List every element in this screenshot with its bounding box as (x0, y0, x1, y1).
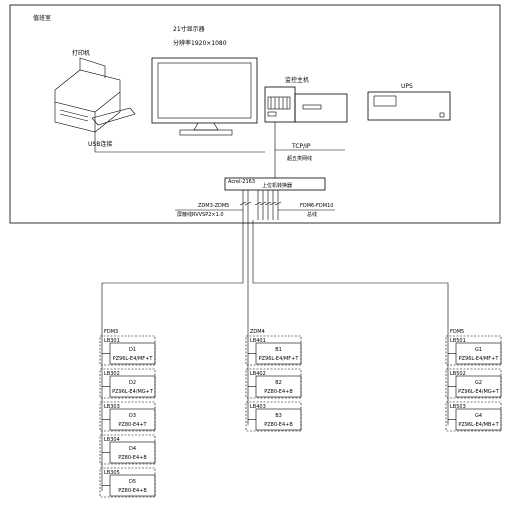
meter-tag: LB501 (450, 338, 466, 344)
panels-group: FDM3LB301D1PZ96L-E4/MF+TLB302D2PZ96L-E4/… (99, 329, 502, 498)
ups-icon (367, 91, 451, 121)
control-room-label: 值班室 (33, 14, 51, 22)
meter-model: PZ96L-E4/MG+T (458, 389, 500, 395)
meter-tag: LB305 (104, 470, 120, 476)
panel-name: ZDM4 (250, 329, 265, 335)
meter-tag: LB303 (104, 404, 120, 410)
monitor-icon (151, 57, 258, 136)
meter-tag: LB402 (250, 371, 266, 377)
meter-tag: LB302 (104, 371, 120, 377)
converter-model: Acrel-2163 (228, 179, 255, 185)
meter-id: G2 (475, 380, 482, 386)
monitor-label-line2: 分辨率1920×1080 (173, 39, 227, 47)
printer-label: 打印机 (72, 49, 90, 57)
meter-id: G1 (475, 347, 482, 353)
bus-lines (175, 190, 335, 220)
meter-model: PZ96L-E4/MB+T (458, 422, 499, 428)
bus-left-label-top: ZDM3-ZDM5 (198, 203, 229, 209)
host-icon (264, 86, 348, 123)
control-room-boundary (9, 4, 501, 224)
meter-id: D2 (129, 380, 136, 386)
meter-model: PZ80-E4+B (118, 488, 147, 494)
meter-model: PZ96L-E4/MF+T (459, 356, 500, 362)
meter-id: D3 (129, 413, 136, 419)
monitor-label-line1: 21寸显示器 (173, 25, 205, 33)
panel-name: FDM5 (450, 329, 464, 335)
meter-model: PZ96L-E4/MF+T (113, 356, 154, 362)
trunk-lines (101, 220, 449, 330)
bus-left-label-bottom: 屏蔽线RVVSP2×1.0 (177, 211, 224, 218)
bus-right-label-bottom: 总线 (307, 211, 317, 218)
tcpip-sublabel: 超五类网线 (287, 155, 312, 162)
meter-model: PZ80-E4+T (118, 422, 147, 428)
ups-label: UPS (401, 83, 413, 90)
meter-id: D5 (129, 479, 136, 485)
meter-tag: LB503 (450, 404, 466, 410)
host-label: 监控主机 (285, 76, 309, 84)
meter-model: PZ80-E4+B (264, 422, 293, 428)
printer-icon (54, 57, 136, 133)
tcpip-label: TCP/IP (291, 143, 311, 150)
meter-model: PZ80-E4+B (264, 389, 293, 395)
meter-id: D1 (129, 347, 136, 353)
meter-tag: LB401 (250, 338, 266, 344)
panel-fdm5: FDM5LB501G1PZ96L-E4/MF+TLB502G2PZ96L-E4/… (445, 329, 502, 432)
meter-id: D4 (129, 446, 136, 452)
meter-id: B1 (275, 347, 282, 353)
meter-model: PZ96L-E4/MG+T (112, 389, 154, 395)
panel-name: FDM3 (104, 329, 118, 335)
panel-fdm3: FDM3LB301D1PZ96L-E4/MF+TLB302D2PZ96L-E4/… (99, 329, 156, 498)
bus-right-label-top: FDM6-FDM10 (300, 203, 333, 209)
meter-model: PZ96L-E4/MF+T (259, 356, 300, 362)
meter-tag: LB301 (104, 338, 120, 344)
meter-tag: LB304 (104, 437, 120, 443)
usb-label: USB连接 (88, 140, 112, 148)
meter-id: B2 (275, 380, 282, 386)
meter-tag: LB502 (450, 371, 466, 377)
meter-tag: LB403 (250, 404, 266, 410)
panel-zdm4: ZDM4LB401B1PZ96L-E4/MF+TLB402B2PZ80-E4+B… (245, 329, 302, 432)
meter-id: G4 (475, 413, 482, 419)
converter-label: 上位机转换器 (262, 182, 292, 189)
meter-model: PZ80-E4+B (118, 455, 147, 461)
converter-box (224, 177, 326, 191)
meter-id: B3 (275, 413, 282, 419)
